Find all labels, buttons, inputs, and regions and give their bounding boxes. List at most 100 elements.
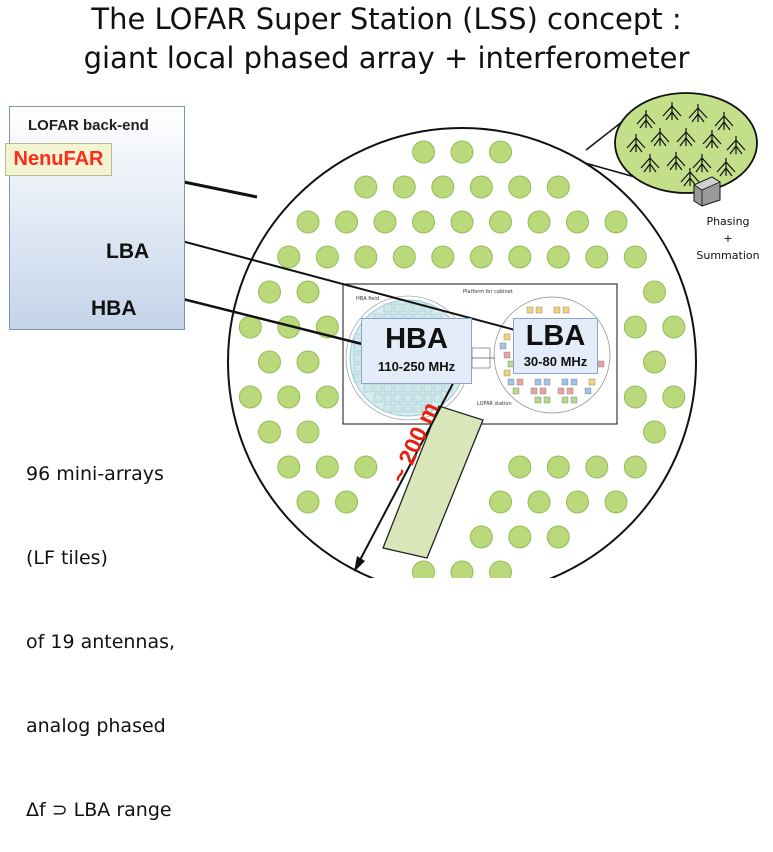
antenna-icon [726, 136, 746, 155]
lba-antenna [570, 378, 578, 386]
mini-array-tile [469, 175, 493, 199]
mini-array-tile [277, 315, 301, 339]
mini-array-tile [354, 455, 378, 479]
lba-antenna [539, 387, 547, 395]
hba-station-label: HBA 110-250 MHz [361, 318, 472, 384]
hba-tile [423, 383, 433, 393]
mini-array-tile [604, 490, 628, 514]
hba-tile [373, 393, 383, 403]
antenna-icon [702, 130, 722, 149]
mini-array-tile [277, 245, 301, 269]
mini-array-tile [469, 245, 493, 269]
mini-array-description: 96 mini-arrays (LF tiles) of 19 antennas… [26, 404, 175, 852]
mini-array-tile [315, 245, 339, 269]
lba-antenna [507, 378, 515, 386]
lba-antenna [503, 369, 511, 377]
lba-antenna [512, 387, 520, 395]
hba-tile [433, 393, 443, 403]
antenna-icon [714, 112, 734, 131]
mini-array-tile [508, 245, 532, 269]
nenufar-label: NenuFAR [5, 143, 112, 176]
mini-array-tile [546, 245, 570, 269]
lba-station-label: LBA 30-80 MHz [513, 318, 598, 374]
lba-station-title: LBA [525, 320, 586, 352]
lba-antenna [566, 387, 574, 395]
mini-array-tile [623, 245, 647, 269]
lba-antenna [570, 396, 578, 404]
mini-array-tile [489, 490, 512, 514]
title-line-2: giant local phased array + interferomete… [83, 41, 690, 75]
mini-array-tile [585, 455, 609, 479]
mini-array-tile [643, 420, 666, 444]
mini-array-tile [662, 315, 686, 339]
lba-antenna [597, 360, 605, 368]
mini-array-tile [296, 420, 320, 444]
mini-array-tile [258, 280, 281, 304]
mini-array-tile [585, 245, 609, 269]
mini-array-tiles [238, 140, 686, 578]
hba-tile [363, 383, 373, 393]
hba-tile [393, 393, 403, 403]
mini-array-tile [623, 455, 647, 479]
note-line-1: 96 mini-arrays [26, 463, 164, 485]
mini-array-tile [277, 455, 301, 479]
hba-tile [383, 383, 393, 393]
lba-antenna [535, 306, 543, 314]
lba-antenna [562, 306, 570, 314]
mini-array-zoom [584, 92, 758, 207]
antenna-icon [640, 154, 660, 173]
antenna-icon [650, 128, 670, 147]
mini-array-tile [431, 175, 455, 199]
hba-tile [383, 393, 393, 403]
backend-label: LOFAR back-end [28, 117, 149, 134]
hba-frequency: 110-250 MHz [377, 359, 456, 374]
antenna-glyphs [626, 102, 746, 187]
mini-array-tile [508, 175, 532, 199]
lba-antenna [516, 378, 524, 386]
mini-array-tile [450, 560, 474, 578]
mini-array-tile [527, 490, 551, 514]
hba-tile [423, 403, 433, 413]
mini-array-tile [258, 420, 281, 444]
antenna-icon [636, 110, 656, 129]
mini-array-tile [489, 210, 512, 234]
hba-tile [403, 383, 413, 393]
antenna-icon [680, 168, 700, 187]
hba-tile [403, 303, 413, 313]
mini-array-tile [315, 315, 339, 339]
mini-array-tile [527, 210, 551, 234]
lba-antenna [534, 396, 542, 404]
mini-array-tile [335, 490, 358, 514]
mini-array-tile [335, 210, 358, 234]
lba-antenna [526, 306, 534, 314]
lba-antenna [584, 387, 592, 395]
mini-array-tile [392, 245, 416, 269]
mini-array-tile [238, 315, 262, 339]
hba-tile [413, 403, 423, 413]
lba-branch-label: LBA [106, 240, 150, 263]
lba-antenna [503, 351, 511, 359]
hba-tile [413, 393, 423, 403]
antenna-icon [626, 134, 646, 153]
antenna-icon [676, 128, 696, 147]
mini-array-tile [392, 175, 416, 199]
mini-array-tile [315, 455, 339, 479]
hba-tile [393, 303, 403, 313]
mini-array-tile [546, 525, 570, 549]
lba-antenna [543, 396, 551, 404]
hba-tile [403, 393, 413, 403]
mini-array-tile [450, 140, 474, 164]
mini-array-tile [469, 525, 493, 549]
antenna-icon [716, 158, 736, 177]
phasing-box-icon [693, 176, 721, 207]
mini-array-tile [412, 210, 435, 234]
note-line-4: analog phased [26, 715, 166, 737]
lba-antenna [561, 396, 569, 404]
lba-antenna [534, 378, 542, 386]
hba-station-title: HBA [385, 323, 448, 355]
mini-array-tile [623, 385, 647, 409]
mini-array-tile [508, 455, 532, 479]
mini-array-tile [662, 385, 686, 409]
mini-array-tile [258, 350, 281, 374]
mini-array-tile [296, 280, 320, 304]
